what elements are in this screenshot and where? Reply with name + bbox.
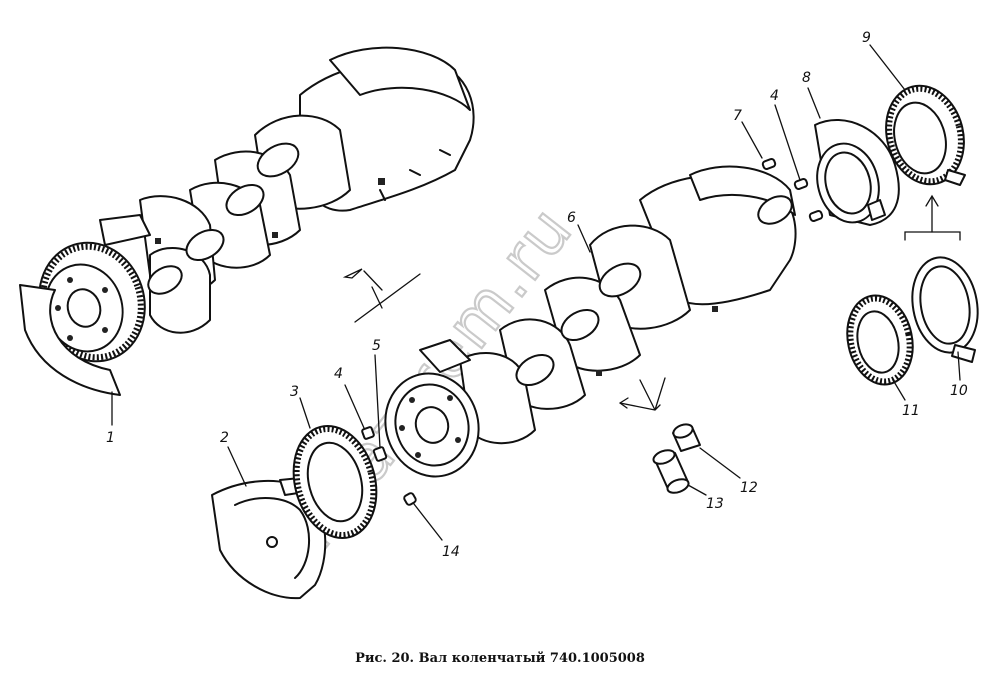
- callout-1: 1: [106, 430, 115, 446]
- leader-8: [807, 87, 821, 119]
- leader-12: [699, 447, 741, 479]
- shield-part-8: [814, 119, 900, 226]
- callout-3: 3: [290, 384, 299, 400]
- bushing-part-12: [672, 423, 701, 452]
- shield-part-2: [211, 477, 327, 600]
- bushing-part-13: [652, 449, 690, 494]
- leader-10: [957, 351, 961, 381]
- gear-part-3: [292, 424, 378, 540]
- bushing-arrows: [619, 377, 666, 411]
- figure-caption: Рис. 20. Вал коленчатый 740.1005008: [355, 651, 645, 666]
- callout-4a: 4: [334, 366, 343, 382]
- callout-7: 7: [733, 108, 742, 124]
- leader-4a: [344, 384, 365, 429]
- leader-7: [741, 121, 763, 159]
- leader-6: [577, 224, 591, 253]
- crankshaft-part-6: [384, 165, 797, 478]
- leader-3: [299, 397, 311, 429]
- leader-4b: [774, 104, 801, 181]
- callout-11: 11: [902, 403, 920, 419]
- gear-part-11: [846, 294, 914, 386]
- leader-5: [374, 354, 381, 449]
- shield-part-10: [911, 256, 979, 363]
- callout-8: 8: [802, 70, 811, 86]
- callout-4b: 4: [770, 88, 779, 104]
- bracket-arrow-right: [904, 194, 961, 241]
- gear-part-9: [885, 84, 966, 186]
- leader-2: [227, 446, 247, 487]
- callout-5: 5: [372, 338, 381, 354]
- callout-9: 9: [862, 30, 871, 46]
- leader-9: [869, 44, 906, 91]
- callout-6: 6: [567, 210, 576, 226]
- callout-2: 2: [220, 430, 229, 446]
- callout-10: 10: [950, 383, 968, 399]
- leader-13: [687, 484, 707, 496]
- assembled-crankshaft: [19, 46, 475, 396]
- leader-14: [413, 503, 443, 541]
- assembly-arrow: [342, 268, 421, 323]
- callout-12: 12: [740, 480, 758, 496]
- callout-14: 14: [442, 544, 460, 560]
- callout-13: 13: [706, 496, 724, 512]
- pins-part-4-5-14: [361, 426, 417, 506]
- leader-11: [892, 379, 906, 401]
